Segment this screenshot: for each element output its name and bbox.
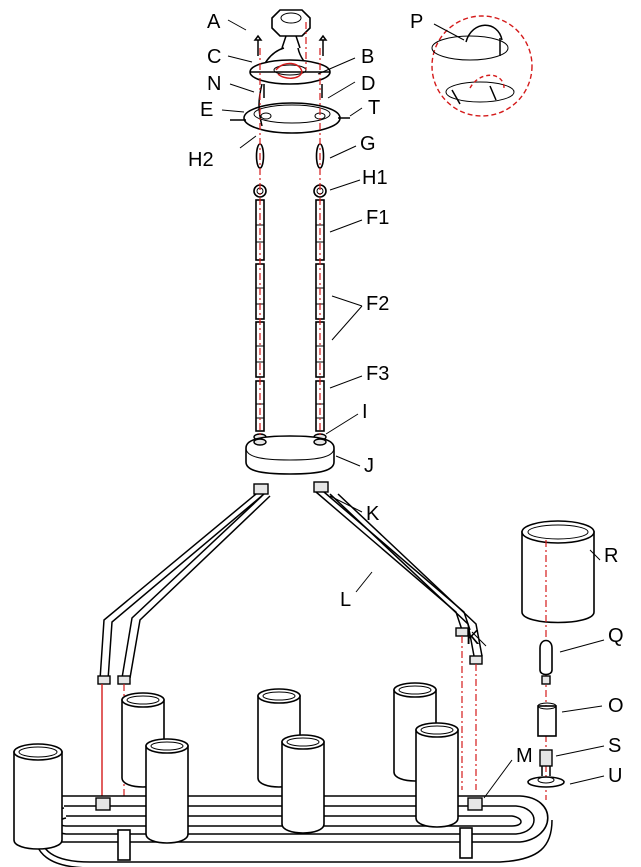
right-arm [315, 491, 483, 665]
label-n: N [207, 73, 221, 95]
left-arm [97, 493, 271, 685]
leader-lines [221, 19, 605, 799]
label-l: L [340, 589, 351, 611]
label-c: C [207, 46, 221, 68]
wire-bundle [258, 83, 263, 127]
mounting-crossbar [249, 59, 331, 85]
label-e: E [200, 99, 213, 121]
label-f3: F3 [366, 363, 389, 385]
label-k-bottom: K [466, 627, 480, 649]
bulb-q [539, 639, 553, 685]
cup-u [527, 776, 565, 788]
label-q: Q [608, 625, 624, 647]
label-d: D [361, 73, 375, 95]
screw-n [263, 84, 323, 98]
shade-r [521, 520, 595, 624]
label-i: I [362, 401, 368, 423]
label-f1: F1 [366, 207, 389, 229]
detail-p-inset [431, 15, 533, 117]
shade-cylinder [415, 722, 459, 828]
label-j: J [364, 455, 374, 477]
label-b: B [361, 46, 374, 68]
label-g: G [360, 133, 376, 155]
canopy-hook [257, 9, 313, 79]
shade-cylinder [281, 734, 325, 834]
label-t: T [368, 97, 380, 119]
label-k-top: K [366, 503, 380, 525]
connector-k-right [313, 481, 329, 493]
shade-cylinder [145, 738, 189, 844]
label-h1: H1 [362, 167, 388, 189]
screw-a [253, 34, 263, 56]
screw-right-top [318, 34, 328, 56]
label-h2: H2 [188, 149, 214, 171]
center-hub [245, 435, 335, 475]
shade-cylinder [13, 743, 63, 850]
label-f2: F2 [366, 293, 389, 315]
label-a: A [207, 11, 221, 33]
label-u: U [608, 765, 622, 787]
label-m: M [516, 745, 533, 767]
candle-sleeve-o [537, 702, 557, 737]
label-o: O [608, 695, 624, 717]
label-r: R [604, 545, 618, 567]
label-p: P [410, 11, 423, 33]
label-s: S [608, 735, 621, 757]
connector-k-left [253, 483, 269, 495]
socket-s [539, 749, 553, 776]
